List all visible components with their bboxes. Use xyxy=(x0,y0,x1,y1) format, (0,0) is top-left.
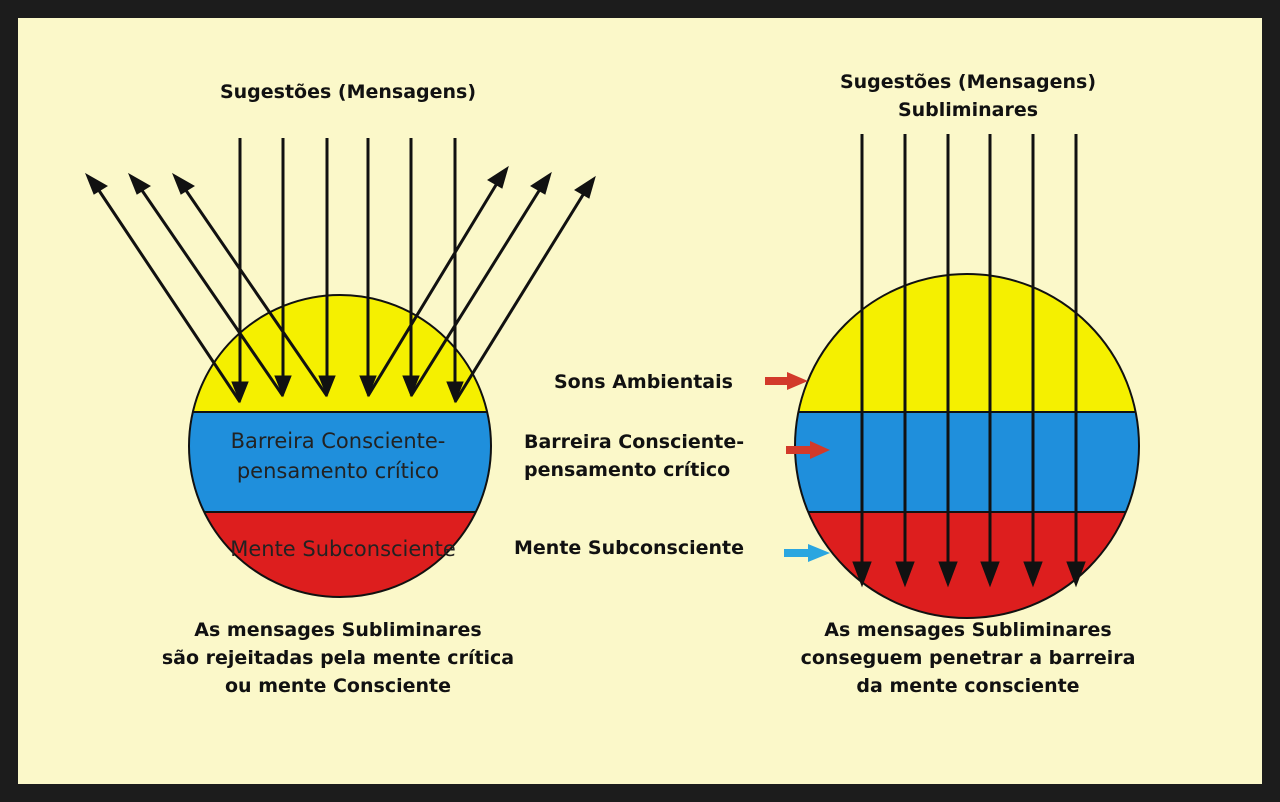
left-incoming-arrow-head xyxy=(359,375,377,398)
left-incoming-arrow-head xyxy=(318,375,336,398)
right-penetrating-arrow-head xyxy=(980,561,1000,588)
left-caption-line2: são rejeitadas pela mente crítica xyxy=(161,647,515,669)
left-reflected-arrow xyxy=(366,179,501,397)
left-barrier-label: Barreira Consciente- pensamento crítico xyxy=(168,426,508,486)
left-reflected-arrow-head xyxy=(128,172,151,195)
diagram-canvas xyxy=(85,134,1140,619)
left-caption-line3: ou mente Consciente xyxy=(225,675,451,697)
ambient-label: Sons Ambientais xyxy=(554,371,733,393)
left-reflected-arrows xyxy=(85,165,596,403)
left-reflected-arrow xyxy=(137,185,285,397)
right-penetrating-arrow-head xyxy=(1023,561,1043,588)
left-reflected-arrow-head xyxy=(172,172,195,195)
pointer-barrier xyxy=(786,441,830,459)
right-subconscious-label: Mente Subconsciente xyxy=(514,537,745,559)
left-barrier-label-line2: pensamento crítico xyxy=(236,459,440,483)
right-penetrating-arrow-head xyxy=(895,561,915,588)
left-incoming-arrows xyxy=(231,138,464,404)
right-penetrating-arrow-head xyxy=(1066,561,1086,588)
left-reflected-arrow-head xyxy=(85,172,108,195)
right-barrier-layer xyxy=(795,412,1139,512)
right-caption-line1: As mensages Subliminares xyxy=(824,619,1112,641)
left-sphere-outline xyxy=(188,294,492,598)
left-reflected-arrow xyxy=(409,185,544,397)
left-incoming-arrow-head xyxy=(274,375,292,398)
left-reflected-arrow xyxy=(94,185,242,403)
right-title-line1: Sugestões (Mensagens) xyxy=(839,71,1097,93)
right-penetrating-arrows xyxy=(852,134,1086,588)
left-caption: As mensages Subliminares são rejeitadas … xyxy=(118,616,558,700)
right-barrier-label-line1: Barreira Consciente- xyxy=(524,431,745,453)
diagram-panel: Sugestões (Mensagens) Barreira Conscient… xyxy=(18,18,1262,784)
right-title: Sugestões (Mensagens) Subliminares xyxy=(798,68,1138,124)
left-reflected-arrow-head xyxy=(530,171,552,195)
right-penetrating-arrow-head xyxy=(852,561,872,588)
left-barrier-label-line1: Barreira Consciente- xyxy=(230,429,446,453)
right-caption-line2: conseguem penetrar a barreira xyxy=(800,647,1136,669)
left-reflected-arrow-head xyxy=(574,175,596,199)
pointer-barrier-head xyxy=(810,441,830,459)
right-caption-line3: da mente consciente xyxy=(856,675,1080,697)
left-caption-line1: As mensages Subliminares xyxy=(194,619,482,641)
left-incoming-arrow-head xyxy=(231,381,249,404)
left-incoming-arrow-head xyxy=(402,375,420,398)
pointer-subconscious-head xyxy=(808,544,830,562)
left-subconscious-label: Mente Subconsciente xyxy=(230,537,456,561)
right-barrier-label-line2: pensamento crítico xyxy=(524,459,731,481)
right-subconscious-layer xyxy=(795,512,1139,618)
pointer-ambient-head xyxy=(787,372,808,390)
right-caption: As mensages Subliminares conseguem penet… xyxy=(758,616,1178,700)
pointer-barrier-shaft xyxy=(786,446,812,454)
left-incoming-arrow-head xyxy=(446,381,464,404)
left-title: Sugestões (Mensagens) xyxy=(219,81,477,103)
left-reflected-arrow xyxy=(181,185,329,397)
left-reflected-arrow-head xyxy=(487,165,509,189)
right-sphere xyxy=(795,274,1139,618)
right-conscious-layer xyxy=(795,274,1139,412)
pointer-ambient-shaft xyxy=(765,377,789,385)
pointer-subconscious xyxy=(784,544,830,562)
right-title-line2: Subliminares xyxy=(897,99,1039,121)
pointer-subconscious-shaft xyxy=(784,549,810,557)
right-barrier-label: Barreira Consciente- pensamento crítico xyxy=(524,428,744,484)
right-penetrating-arrow-head xyxy=(938,561,958,588)
left-reflected-arrow xyxy=(453,189,588,403)
left-barrier-layer xyxy=(189,412,491,512)
pointer-ambient xyxy=(765,372,808,390)
